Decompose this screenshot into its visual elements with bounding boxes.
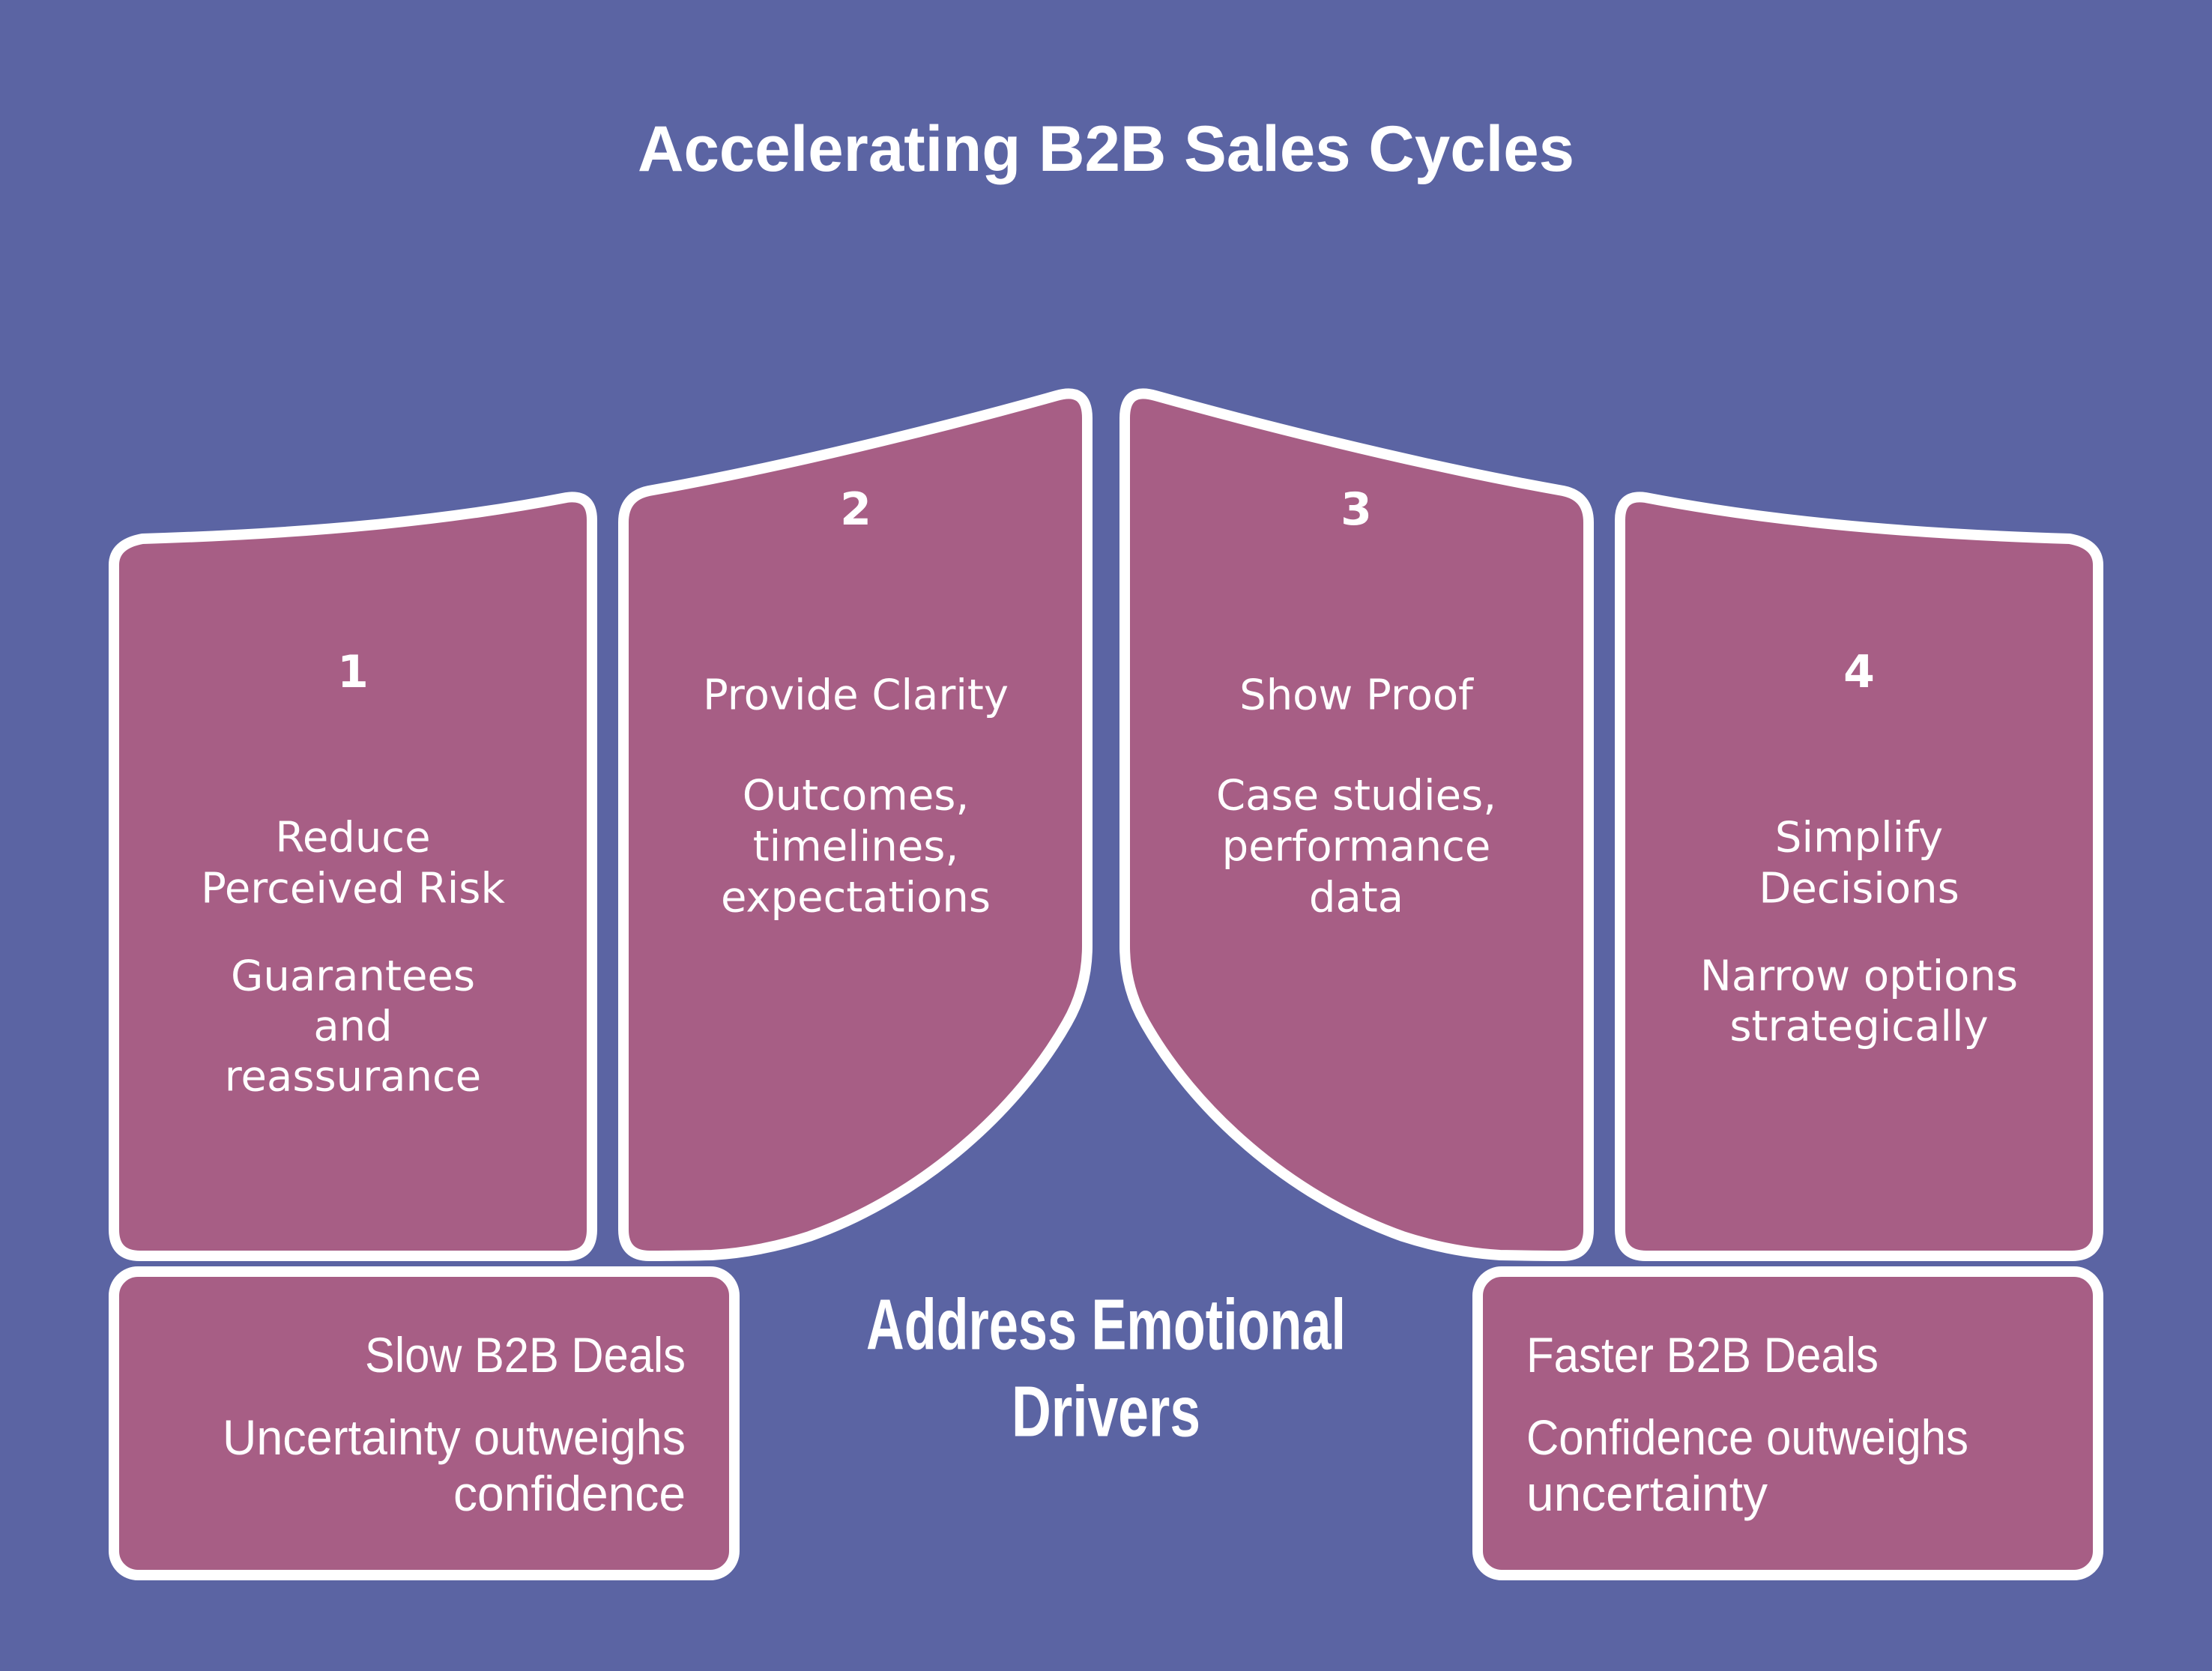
panel-4-shape: [1615, 492, 2103, 1261]
panel-1: 1 Reduce Perceived Risk Guarantees and r…: [109, 492, 597, 1261]
center-label: Address Emotional Drivers: [866, 1285, 1346, 1452]
center-label-line1: Address Emotional: [866, 1285, 1346, 1365]
panel-4-body-line2: strategically: [1729, 1003, 1988, 1051]
faster-deals-body-line2: uncertainty: [1526, 1466, 1768, 1521]
panel-1-number: 1: [337, 646, 369, 698]
panel-2-shape: [618, 388, 1093, 1261]
panel-3-body-line3: data: [1309, 874, 1403, 922]
panel-1-body-line2: and: [313, 1003, 392, 1051]
faster-deals-body-line1: Confidence outweighs: [1526, 1409, 1968, 1465]
faster-deals-title: Faster B2B Deals: [1526, 1327, 1879, 1383]
page-title: Accelerating B2B Sales Cycles: [638, 113, 1574, 185]
slow-deals-title: Slow B2B Deals: [365, 1327, 686, 1383]
panel-1-heading-line2: Perceived Risk: [201, 865, 505, 913]
panel-4-heading-line1: Simplify: [1775, 814, 1943, 862]
panel-3-number: 3: [1341, 483, 1372, 536]
panel-3-heading-line1: Show Proof: [1239, 671, 1474, 720]
panel-1-shape: [109, 492, 597, 1261]
panel-2-body-line1: Outcomes,: [743, 772, 970, 821]
panel-2-body-line2: timelines,: [753, 823, 959, 871]
panel-1-body-line3: reassurance: [225, 1053, 481, 1102]
center-label-line2: Drivers: [1012, 1372, 1200, 1452]
panel-1-body-line1: Guarantees: [231, 952, 475, 1001]
panel-3-shape: [1119, 388, 1594, 1261]
slow-deals-body-line2: confidence: [453, 1466, 686, 1521]
panel-4: 4 Simplify Decisions Narrow options stra…: [1615, 492, 2103, 1261]
panel-2-heading-line1: Provide Clarity: [703, 671, 1009, 720]
slow-deals-body-line1: Uncertainty outweighs: [223, 1409, 686, 1465]
panel-1-heading-line1: Reduce: [275, 814, 430, 862]
panel-3-body-line1: Case studies,: [1216, 772, 1496, 821]
panel-3-body-line2: performance: [1222, 823, 1491, 871]
panel-2-number: 2: [840, 483, 871, 536]
slow-deals-box: Slow B2B Deals Uncertainty outweighs con…: [109, 1266, 740, 1580]
panel-4-number: 4: [1843, 646, 1875, 698]
faster-deals-box-shape: [1472, 1266, 2103, 1580]
panel-4-heading-line2: Decisions: [1759, 865, 1959, 913]
panel-2: 2 Provide Clarity Outcomes, timelines, e…: [618, 388, 1093, 1261]
faster-deals-box: Faster B2B Deals Confidence outweighs un…: [1472, 1266, 2103, 1580]
panel-3: 3 Show Proof Case studies, performance d…: [1119, 388, 1594, 1261]
panel-4-body-line1: Narrow options: [1700, 952, 2018, 1001]
panel-2-body-line3: expectations: [721, 874, 991, 922]
slow-deals-box-shape: [109, 1266, 740, 1580]
